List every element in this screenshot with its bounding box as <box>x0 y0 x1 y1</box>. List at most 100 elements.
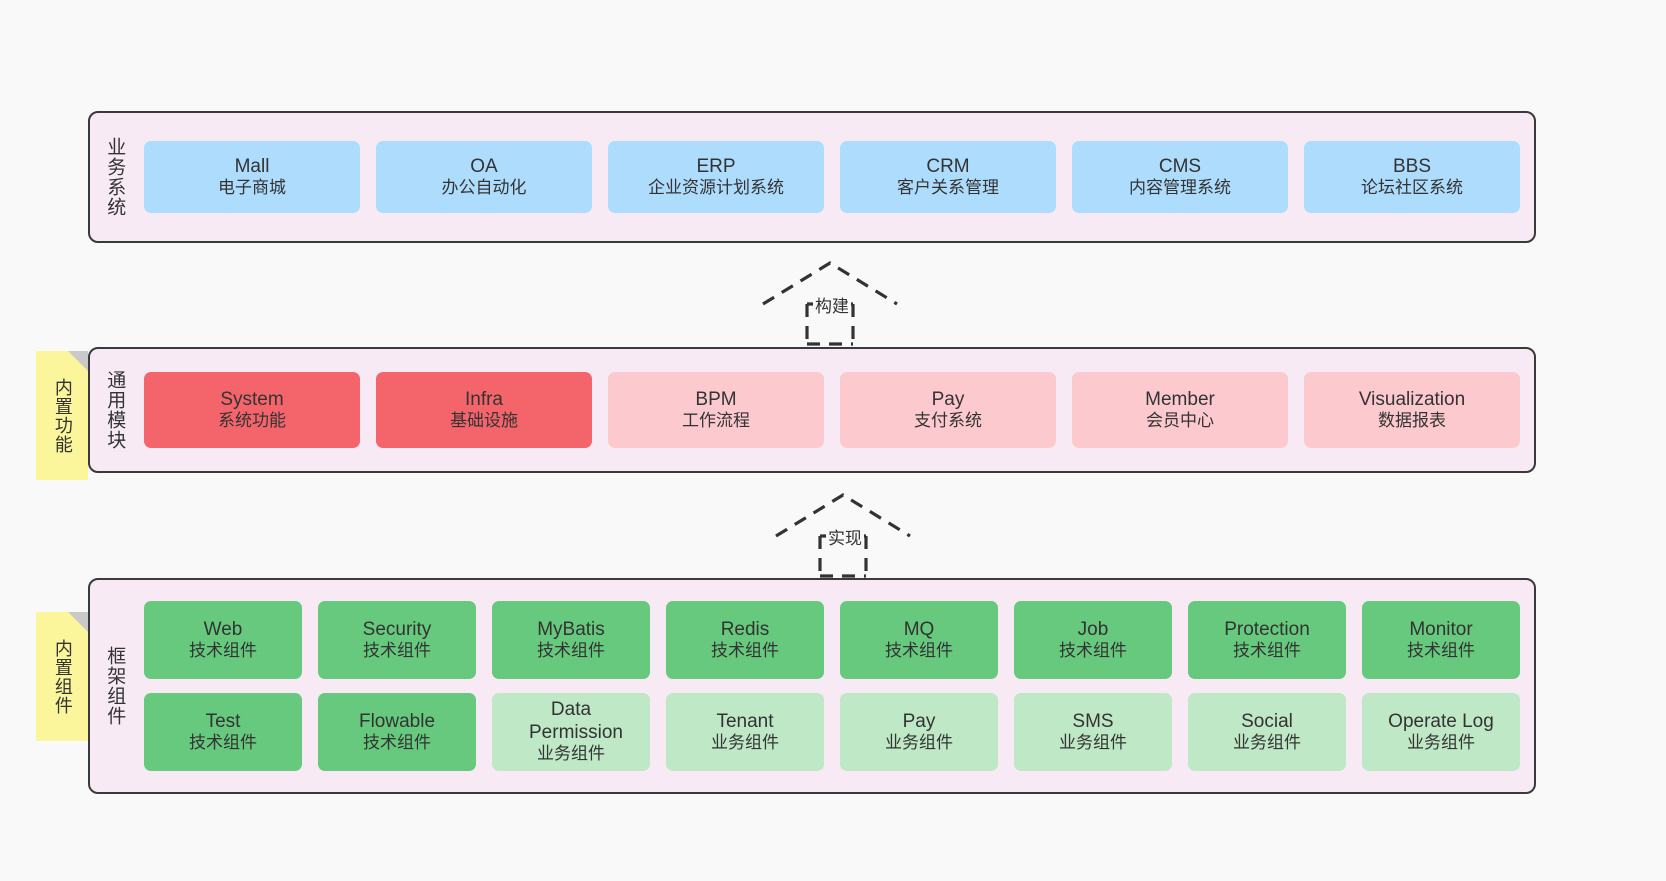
card-test[interactable]: Test 技术组件 <box>144 693 302 771</box>
sticky-note-label: 内置功能 <box>52 377 73 454</box>
card-subtitle: 企业资源计划系统 <box>648 178 784 197</box>
card-web[interactable]: Web 技术组件 <box>144 601 302 679</box>
card-subtitle: 电子商城 <box>218 178 286 197</box>
card-title: Member <box>1145 388 1215 410</box>
card-title: Tenant <box>716 710 774 732</box>
card-subtitle: 基础设施 <box>450 411 518 430</box>
connector-build-label: 构建 <box>813 292 851 317</box>
card-subtitle: 办公自动化 <box>441 178 527 197</box>
card-visualization[interactable]: Visualization 数据报表 <box>1304 372 1520 448</box>
card-mybatis[interactable]: MyBatis 技术组件 <box>492 601 650 679</box>
layer-label-framework-component: 框架组件 <box>104 646 126 726</box>
card-subtitle: 技术组件 <box>885 641 953 660</box>
card-subtitle: 技术组件 <box>537 641 605 660</box>
card-title: MQ <box>903 618 935 640</box>
sticky-note-builtin-component: 内置组件 <box>36 612 88 741</box>
layer-common-module: 通用模块 System 系统功能 Infra 基础设施 BPM 工作流程 Pay… <box>88 347 1536 473</box>
card-operate-log[interactable]: Operate Log 业务组件 <box>1362 693 1520 771</box>
card-subtitle: 技术组件 <box>711 641 779 660</box>
card-protection[interactable]: Protection 技术组件 <box>1188 601 1346 679</box>
layer-label-business-system: 业务系统 <box>104 137 126 217</box>
card-flowable[interactable]: Flowable 技术组件 <box>318 693 476 771</box>
card-title: Data Permission <box>529 699 623 743</box>
card-monitor[interactable]: Monitor 技术组件 <box>1362 601 1520 679</box>
card-title: CRM <box>926 155 970 177</box>
card-subtitle: 会员中心 <box>1146 411 1214 430</box>
card-infra[interactable]: Infra 基础设施 <box>376 372 592 448</box>
card-social[interactable]: Social 业务组件 <box>1188 693 1346 771</box>
card-title: Visualization <box>1358 388 1466 410</box>
card-title: Pay <box>931 388 965 410</box>
connector-implement-label: 实现 <box>826 524 864 549</box>
layer-body-business-system: Mall 电子商城 OA 办公自动化 ERP 企业资源计划系统 CRM 客户关系… <box>138 113 1534 241</box>
connector-build: 构建 <box>755 258 905 346</box>
card-subtitle: 技术组件 <box>189 733 257 752</box>
card-subtitle: 业务组件 <box>1059 733 1127 752</box>
card-security[interactable]: Security 技术组件 <box>318 601 476 679</box>
card-row: Test 技术组件 Flowable 技术组件 Data Permission … <box>144 693 1520 771</box>
card-row: Mall 电子商城 OA 办公自动化 ERP 企业资源计划系统 CRM 客户关系… <box>144 141 1520 213</box>
card-title: BPM <box>695 388 737 410</box>
card-subtitle: 内容管理系统 <box>1129 178 1231 197</box>
card-title: System <box>220 388 284 410</box>
card-title: Protection <box>1224 618 1310 640</box>
card-bbs[interactable]: BBS 论坛社区系统 <box>1304 141 1520 213</box>
card-title: OA <box>470 155 498 177</box>
card-subtitle: 论坛社区系统 <box>1361 178 1463 197</box>
card-pay[interactable]: Pay 支付系统 <box>840 372 1056 448</box>
card-title: CMS <box>1158 155 1202 177</box>
card-row: Web 技术组件 Security 技术组件 MyBatis 技术组件 Redi… <box>144 601 1520 679</box>
card-title: BBS <box>1392 155 1432 177</box>
card-mq[interactable]: MQ 技术组件 <box>840 601 998 679</box>
card-subtitle: 技术组件 <box>363 733 431 752</box>
card-data-permission[interactable]: Data Permission 业务组件 <box>492 693 650 771</box>
card-sms[interactable]: SMS 业务组件 <box>1014 693 1172 771</box>
card-subtitle: 业务组件 <box>537 744 605 764</box>
card-subtitle: 数据报表 <box>1378 411 1446 430</box>
card-erp[interactable]: ERP 企业资源计划系统 <box>608 141 824 213</box>
card-title: Security <box>362 618 432 640</box>
card-title: Test <box>205 710 241 732</box>
card-title: Social <box>1241 710 1293 732</box>
card-cms[interactable]: CMS 内容管理系统 <box>1072 141 1288 213</box>
card-crm[interactable]: CRM 客户关系管理 <box>840 141 1056 213</box>
card-title: ERP <box>696 155 736 177</box>
card-subtitle: 技术组件 <box>189 641 257 660</box>
card-subtitle: 业务组件 <box>885 733 953 752</box>
card-title: Monitor <box>1409 618 1473 640</box>
card-row: System 系统功能 Infra 基础设施 BPM 工作流程 Pay 支付系统… <box>144 372 1520 448</box>
card-oa[interactable]: OA 办公自动化 <box>376 141 592 213</box>
card-subtitle: 技术组件 <box>1059 641 1127 660</box>
page-fold-icon <box>68 351 88 371</box>
card-subtitle: 支付系统 <box>914 411 982 430</box>
card-job[interactable]: Job 技术组件 <box>1014 601 1172 679</box>
card-tenant[interactable]: Tenant 业务组件 <box>666 693 824 771</box>
card-title: Redis <box>720 618 770 640</box>
card-subtitle: 客户关系管理 <box>897 178 999 197</box>
card-member[interactable]: Member 会员中心 <box>1072 372 1288 448</box>
card-subtitle: 业务组件 <box>1233 733 1301 752</box>
card-title: Pay <box>902 710 936 732</box>
card-pay-business[interactable]: Pay 业务组件 <box>840 693 998 771</box>
card-subtitle: 业务组件 <box>711 733 779 752</box>
card-title: SMS <box>1072 710 1114 732</box>
layer-framework-component: 框架组件 Web 技术组件 Security 技术组件 MyBatis 技术组件… <box>88 578 1536 794</box>
card-title: Web <box>203 618 243 640</box>
layer-label-common-module: 通用模块 <box>104 370 126 450</box>
card-subtitle: 系统功能 <box>218 411 286 430</box>
card-bpm[interactable]: BPM 工作流程 <box>608 372 824 448</box>
card-subtitle: 技术组件 <box>1233 641 1301 660</box>
sticky-note-label: 内置组件 <box>52 638 73 715</box>
card-subtitle: 业务组件 <box>1407 733 1475 752</box>
card-subtitle: 工作流程 <box>682 411 750 430</box>
card-redis[interactable]: Redis 技术组件 <box>666 601 824 679</box>
card-system[interactable]: System 系统功能 <box>144 372 360 448</box>
layer-business-system: 业务系统 Mall 电子商城 OA 办公自动化 ERP 企业资源计划系统 CRM… <box>88 111 1536 243</box>
card-title: Job <box>1077 618 1109 640</box>
sticky-note-builtin-function: 内置功能 <box>36 351 88 480</box>
card-subtitle: 技术组件 <box>1407 641 1475 660</box>
card-mall[interactable]: Mall 电子商城 <box>144 141 360 213</box>
card-subtitle: 技术组件 <box>363 641 431 660</box>
card-title: Flowable <box>358 710 436 732</box>
